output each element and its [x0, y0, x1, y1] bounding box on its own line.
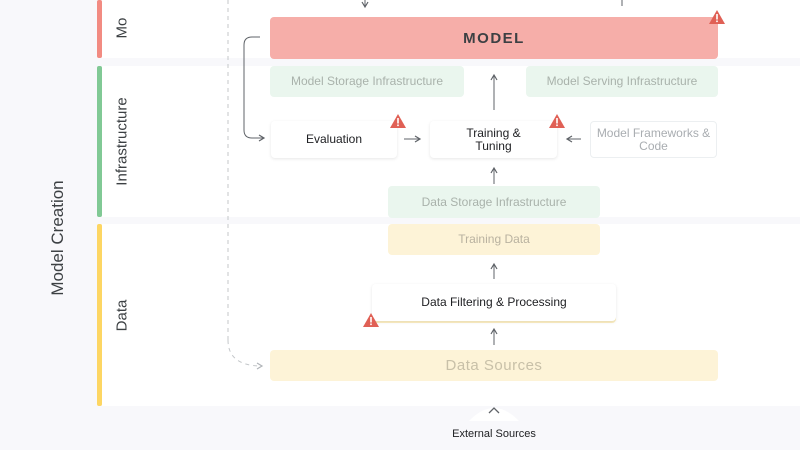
data-section-stripe — [97, 224, 102, 406]
bracket-model-evaluation — [243, 36, 266, 142]
chevron-up-icon[interactable] — [469, 395, 519, 421]
model-storage-infrastructure-label: Model Storage Infrastructure — [290, 74, 444, 88]
training-tuning-label: Training & Tuning — [466, 125, 521, 153]
dashed-curve-to-data-sources — [227, 339, 264, 370]
infrastructure-section-stripe — [97, 66, 102, 217]
model-node[interactable]: MODEL — [270, 17, 718, 59]
data-filtering-processing-label: Data Filtering & Processing — [421, 295, 567, 309]
training-tuning-node[interactable]: Training & Tuning — [430, 121, 557, 158]
warning-triangle-icon — [363, 313, 379, 327]
evaluation-node[interactable]: Evaluation — [271, 121, 397, 158]
top-section-stripe — [97, 0, 102, 58]
data-filtering-processing-node[interactable]: Data Filtering & Processing — [372, 284, 616, 321]
warning-triangle-icon — [390, 114, 406, 128]
data-sources-node[interactable]: Data Sources — [270, 350, 718, 381]
warning-triangle-icon — [549, 114, 565, 128]
model-serving-infrastructure-label: Model Serving Infrastructure — [546, 74, 698, 88]
model-node-label: MODEL — [463, 29, 525, 47]
model-serving-infrastructure-node[interactable]: Model Serving Infrastructure — [526, 66, 718, 97]
warning-triangle-icon — [709, 10, 725, 24]
evaluation-label: Evaluation — [305, 132, 363, 146]
training-data-node[interactable]: Training Data — [388, 224, 600, 255]
data-storage-infrastructure-label: Data Storage Infrastructure — [421, 194, 567, 209]
data-storage-infrastructure-node[interactable]: Data Storage Infrastructure — [388, 186, 600, 218]
training-data-label: Training Data — [458, 232, 530, 246]
model-frameworks-code-node[interactable]: Model Frameworks & Code — [590, 121, 717, 158]
external-sources-label: External Sources — [452, 428, 536, 440]
data-sources-label: Data Sources — [445, 357, 543, 374]
model-storage-infrastructure-node[interactable]: Model Storage Infrastructure — [270, 66, 464, 97]
model-frameworks-code-label: Model Frameworks & Code — [596, 125, 711, 153]
